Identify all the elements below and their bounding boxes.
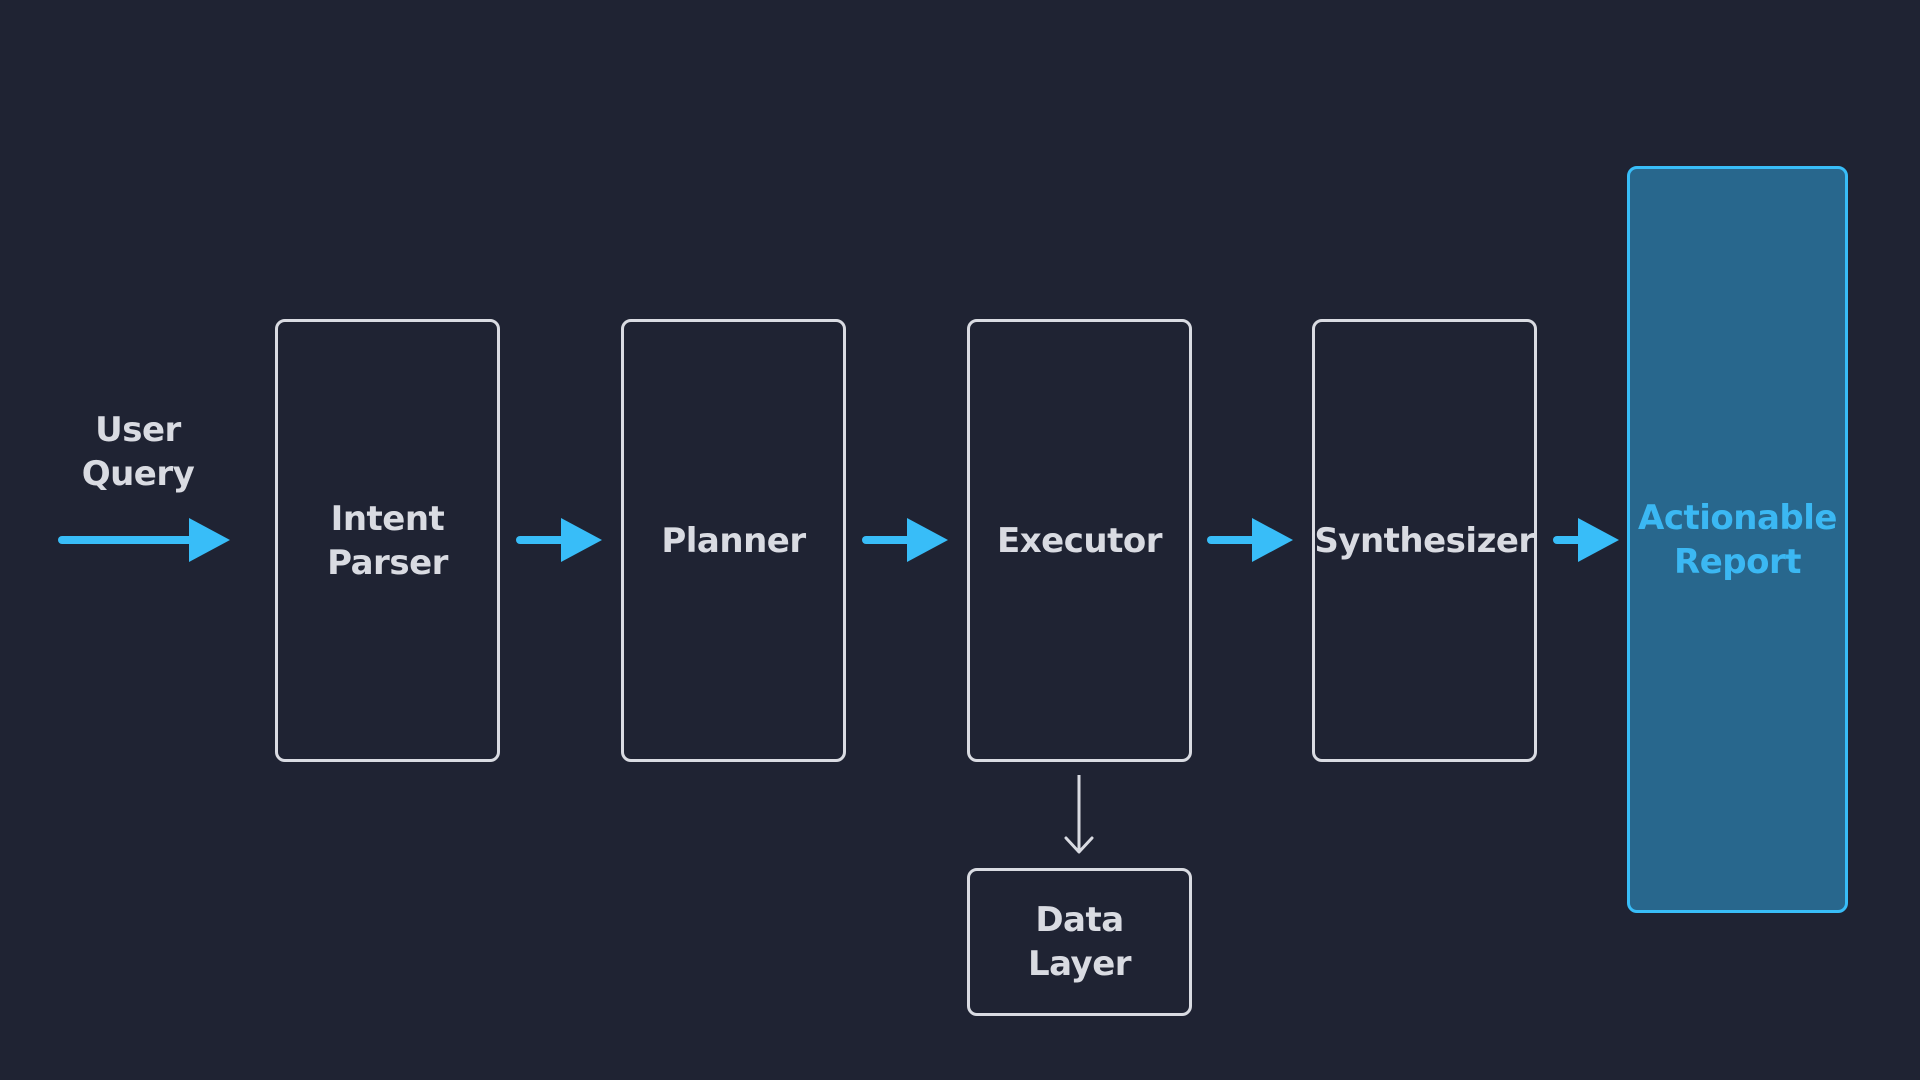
arrow-executor-to-synthesizer xyxy=(1207,518,1293,562)
node-intent-parser-line-1: Intent xyxy=(330,498,445,539)
input-label-line-2: Query xyxy=(81,454,195,494)
input-label-line-1: User xyxy=(95,410,181,450)
arrow-executor-to-data-layer xyxy=(1064,775,1094,854)
node-data-layer-line-2: Layer xyxy=(1027,944,1132,984)
node-executor: Executor xyxy=(967,319,1192,762)
node-executor-label: Executor xyxy=(997,520,1162,561)
arrow-synthesizer-to-report xyxy=(1553,518,1619,562)
node-actionable-report-line-1: Actionable xyxy=(1638,497,1837,538)
node-synthesizer-label: Synthesizer xyxy=(1314,520,1535,561)
input-label-user-query: User Query xyxy=(58,408,218,496)
node-data-layer-line-1: Data xyxy=(1035,900,1124,940)
node-actionable-report: Actionable Report xyxy=(1627,166,1848,913)
node-synthesizer: Synthesizer xyxy=(1312,319,1537,762)
node-planner: Planner xyxy=(621,319,846,762)
node-data-layer: Data Layer xyxy=(967,868,1192,1016)
arrow-intent-parser-to-planner xyxy=(516,518,602,562)
node-actionable-report-label: Actionable Report xyxy=(1638,496,1837,584)
node-actionable-report-line-2: Report xyxy=(1674,541,1801,582)
node-planner-label: Planner xyxy=(661,520,806,561)
node-data-layer-label: Data Layer xyxy=(1027,898,1132,986)
node-intent-parser-line-2: Parser xyxy=(327,542,448,583)
node-intent-parser: Intent Parser xyxy=(275,319,500,762)
arrow-planner-to-executor xyxy=(862,518,948,562)
node-intent-parser-label: Intent Parser xyxy=(327,497,448,585)
arrow-input-to-intent-parser xyxy=(58,518,230,562)
